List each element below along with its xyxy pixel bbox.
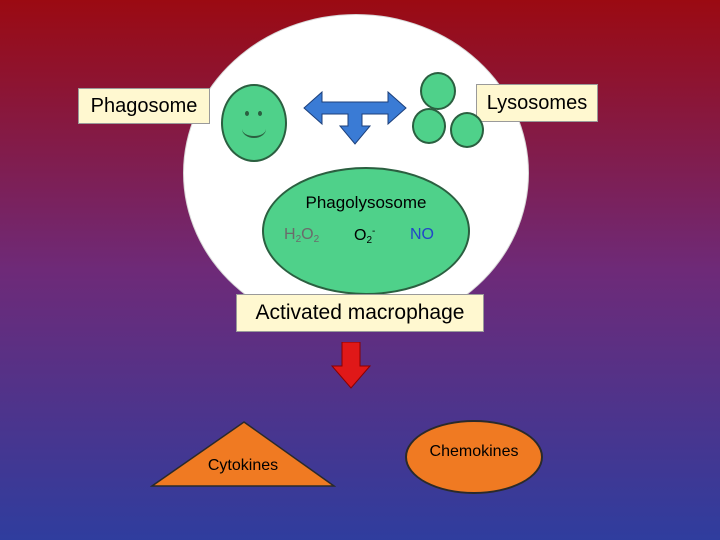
superoxide: O2- xyxy=(354,226,376,246)
smile-mouth xyxy=(242,120,266,138)
lysosome xyxy=(450,112,484,148)
lysosome xyxy=(412,108,446,144)
chemokines-label: Chemokines xyxy=(429,443,519,460)
hydrogen-peroxide: H2O2 xyxy=(284,226,320,245)
right-eye xyxy=(258,111,262,116)
phagosome-smiley xyxy=(221,84,287,162)
cytokines-triangle xyxy=(150,421,336,487)
left-eye xyxy=(245,111,249,116)
lysosomes-label: Lysosomes xyxy=(476,84,598,122)
phagosome-label: Phagosome xyxy=(78,88,210,124)
activated-macrophage-label: Activated macrophage xyxy=(236,294,484,332)
fusion-arrow-icon xyxy=(303,90,407,145)
down-arrow-icon xyxy=(330,342,372,389)
cytokines-label: Cytokines xyxy=(207,457,279,474)
nitric-oxide: NO xyxy=(410,226,434,243)
lysosome xyxy=(420,72,456,110)
phagolysosome: Phagolysosome H2O2 O2- NO xyxy=(262,167,470,295)
chemokines-ellipse: Chemokines xyxy=(405,420,543,494)
phagolysosome-label: Phagolysosome xyxy=(305,193,427,212)
